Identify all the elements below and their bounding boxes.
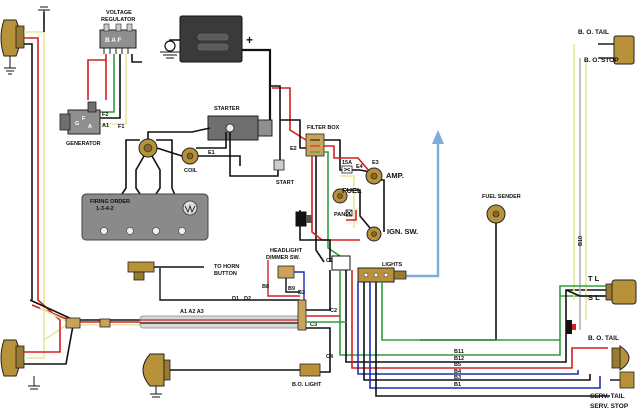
b8-label: B8 xyxy=(262,284,269,290)
fuel-label: FUEL xyxy=(342,186,362,195)
b5-label: B5 xyxy=(454,362,461,368)
b11-label: B11 xyxy=(454,349,464,355)
horn-button xyxy=(127,261,300,301)
amp-label: AMP. xyxy=(386,171,404,180)
sl-label: S L xyxy=(588,293,600,302)
d1-label: D1 xyxy=(232,296,239,302)
bo-stop-top-label: B. O. STOP xyxy=(584,57,619,64)
b10-label: B10 xyxy=(578,236,584,246)
voltage-regulator-label-1: VOLTAGE xyxy=(106,10,132,16)
bo-tail-bottom-label: B. O. TAIL xyxy=(588,335,619,342)
e2-label: E2 xyxy=(290,146,297,152)
blackout-light xyxy=(142,353,300,398)
battery xyxy=(179,15,243,63)
coil-label: COIL xyxy=(184,168,198,174)
voltage-regulator xyxy=(99,23,137,54)
bo-light-switch xyxy=(299,363,321,377)
c3-label: C3 xyxy=(310,322,317,328)
b2-label: B2 xyxy=(298,290,305,296)
headlight-dimmer-label-1: HEADLIGHT xyxy=(270,248,303,254)
center-wiring xyxy=(280,116,385,263)
fuse-15a xyxy=(341,165,353,174)
serv-stop-light xyxy=(610,371,635,389)
regulator-generator-wires xyxy=(87,54,142,125)
firing-order-label-1: FIRING ORDER xyxy=(90,199,130,205)
gen-f2-label: F2 xyxy=(102,112,108,118)
ammeter xyxy=(365,167,383,185)
bo-tail-light-bottom xyxy=(611,345,630,371)
fuse-15a-label: 15A xyxy=(342,160,352,166)
gen-a-label: A xyxy=(88,124,92,130)
panel-label: PANEL xyxy=(334,212,353,218)
left-junction xyxy=(65,317,111,329)
starter-label: STARTER xyxy=(214,106,240,112)
headlight-dimmer-label-2: DIMMER SW. xyxy=(266,255,300,261)
dash-connector xyxy=(295,211,312,227)
tl-label: T L xyxy=(588,274,600,283)
pointer-arrow xyxy=(398,130,444,278)
b9-label: B9 xyxy=(288,286,295,292)
bo-tail-light-top xyxy=(598,35,635,65)
e3-label: E3 xyxy=(372,160,379,166)
distributor xyxy=(138,138,158,158)
left-harness xyxy=(24,12,160,365)
main-harness-tube xyxy=(139,315,301,329)
engine-block xyxy=(81,193,209,241)
fuel-sender-label: FUEL SENDER xyxy=(482,194,521,200)
service-tail-light xyxy=(605,279,637,305)
start-label: START xyxy=(276,180,295,186)
b1-label: B1 xyxy=(454,382,461,388)
regulator-terminals-label: B A F xyxy=(105,37,122,44)
b3-label: B3 xyxy=(454,375,461,381)
panel-light-switch xyxy=(345,209,353,217)
headlight-dimmer-switch xyxy=(267,260,305,300)
start-switch xyxy=(273,159,285,171)
b4-label: B4 xyxy=(454,369,462,375)
generator xyxy=(59,101,101,135)
battery-ground xyxy=(160,39,180,59)
to-horn-label-1: TO HORN xyxy=(214,264,239,270)
e1-label: E1 xyxy=(208,150,215,156)
starter-wires xyxy=(196,85,291,177)
bo-light-label: B.O. LIGHT xyxy=(292,382,322,388)
c1-label: C1 xyxy=(326,258,333,264)
gen-g-label: G xyxy=(75,121,79,127)
filter-box xyxy=(305,133,325,157)
gen-a1-label: A1 xyxy=(102,123,109,129)
gen-f-label: F xyxy=(82,116,86,122)
ground-top-left xyxy=(38,6,50,16)
starter xyxy=(207,115,273,141)
b12-label: B12 xyxy=(454,356,464,362)
ign-sw-label: IGN. SW. xyxy=(387,227,418,236)
c2-label: C2 xyxy=(330,308,337,314)
voltage-regulator-label-2: REGULATOR xyxy=(101,17,135,23)
a-row-label: A1 A2 A3 xyxy=(180,309,204,315)
to-horn-label-2: BUTTON xyxy=(214,271,237,277)
coil xyxy=(181,147,199,165)
headlight-bottom-left xyxy=(0,339,40,390)
d2-label: D2 xyxy=(244,296,251,302)
battery-plus-label: + xyxy=(246,33,253,47)
terminal-block xyxy=(297,255,351,331)
lights-label: LIGHTS xyxy=(382,262,402,268)
fuel-gauge xyxy=(332,188,348,204)
fuel-sender xyxy=(420,204,506,341)
light-switch xyxy=(357,267,407,283)
e4-label: E4 xyxy=(356,164,364,170)
right-harness xyxy=(559,44,612,330)
battery-starter-cable xyxy=(242,48,272,120)
tail-light-connector xyxy=(566,320,576,334)
generator-label: GENERATOR xyxy=(66,141,101,147)
gen-f1-label: F1 xyxy=(118,124,124,130)
ignition-switch xyxy=(366,226,382,242)
filter-box-label: FILTER BOX xyxy=(307,125,340,131)
serv-tail-label: SERV. TAIL xyxy=(590,393,625,400)
serv-stop-label: SERV. STOP xyxy=(590,403,629,410)
headlight-top-left xyxy=(0,19,25,75)
bo-tail-top-label: B. O. TAIL xyxy=(578,29,609,36)
firing-order-label-2: 1-3-4-2 xyxy=(96,206,114,212)
